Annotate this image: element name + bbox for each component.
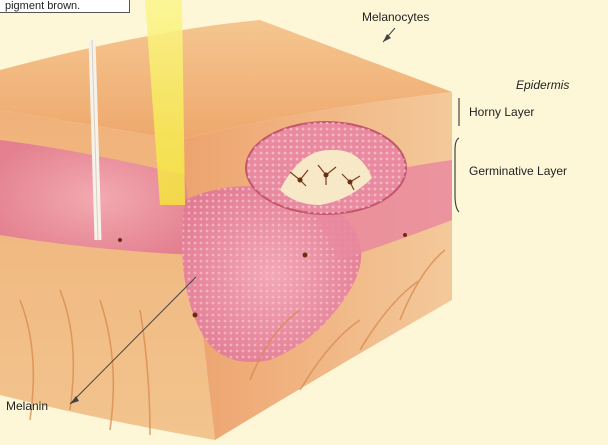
germinative-layer-label: Germinative Layer — [469, 164, 567, 178]
layer-brackets — [455, 98, 459, 212]
magnified-epidermis-circle — [246, 122, 406, 214]
epidermis-label: Epidermis — [516, 78, 569, 92]
caption-text: pigment brown. — [5, 0, 80, 12]
horny-layer-label: Horny Layer — [469, 105, 534, 119]
melanin-label: Melanin — [6, 399, 48, 413]
caption-box: pigment brown. — [0, 0, 130, 13]
melanocytes-label: Melanocytes — [362, 10, 429, 24]
